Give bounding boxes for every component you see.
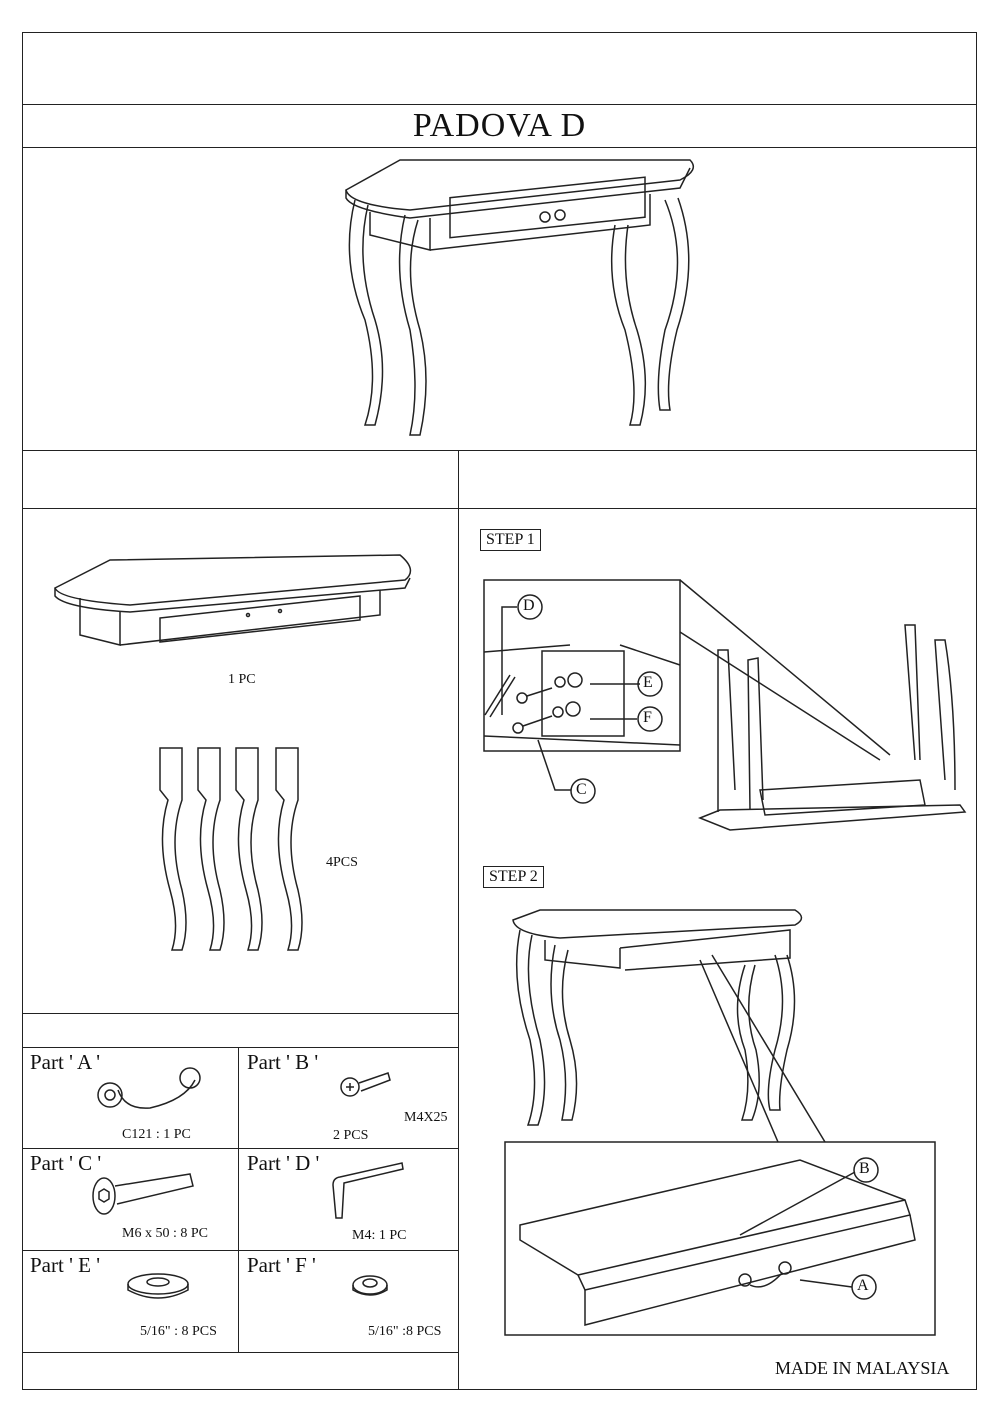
part-b-qty: 2 PCS — [333, 1128, 369, 1143]
part-a-label: Part ' A ' — [30, 1050, 100, 1074]
made-in-label: MADE IN MALAYSIA — [775, 1358, 950, 1378]
divider — [22, 147, 977, 148]
divider — [22, 1250, 458, 1251]
spring-washer-icon — [352, 1275, 388, 1296]
console-table-illustration — [345, 159, 695, 436]
part-f-label: Part ' F ' — [247, 1253, 316, 1277]
step-2-label: STEP 2 — [483, 866, 544, 888]
part-b-label: Part ' B ' — [247, 1050, 319, 1074]
page-title: PADOVA D — [412, 107, 587, 144]
divider — [238, 1047, 239, 1352]
part-a-spec: C121 : 1 PC — [122, 1127, 191, 1142]
flat-washer-icon — [127, 1273, 189, 1299]
divider — [22, 450, 977, 451]
tabletop-qty: 1 PC — [228, 672, 256, 687]
divider — [22, 104, 977, 105]
part-c-label: Part ' C ' — [30, 1151, 102, 1175]
part-e-label: Part ' E ' — [30, 1253, 100, 1277]
screw-icon — [340, 1072, 391, 1097]
callout-c: C — [576, 781, 587, 798]
drawer-handle-icon — [97, 1067, 201, 1109]
step-1-label: STEP 1 — [480, 529, 541, 551]
divider — [22, 1013, 458, 1014]
bolt-icon — [92, 1173, 194, 1215]
divider — [22, 1047, 458, 1048]
part-f-spec: 5/16" :8 PCS — [368, 1324, 442, 1339]
divider — [22, 1352, 458, 1353]
allen-key-icon — [332, 1162, 404, 1219]
divider — [22, 508, 977, 509]
divider — [458, 450, 459, 1390]
tabletop-part-illustration — [54, 554, 412, 646]
part-d-label: Part ' D ' — [247, 1151, 320, 1175]
divider — [22, 1148, 458, 1149]
page-frame — [22, 32, 977, 1390]
callout-b: B — [859, 1160, 870, 1177]
legs-part-illustration — [159, 747, 303, 951]
callout-a: A — [857, 1277, 869, 1294]
part-c-spec: M6 x 50 : 8 PC — [122, 1226, 208, 1241]
part-d-spec: M4: 1 PC — [352, 1228, 407, 1243]
callout-d: D — [523, 597, 535, 614]
callout-e: E — [643, 674, 653, 691]
legs-qty: 4PCS — [326, 855, 358, 870]
part-e-spec: 5/16" : 8 PCS — [140, 1324, 217, 1339]
part-b-spec: M4X25 — [404, 1110, 448, 1125]
callout-f: F — [643, 709, 652, 726]
